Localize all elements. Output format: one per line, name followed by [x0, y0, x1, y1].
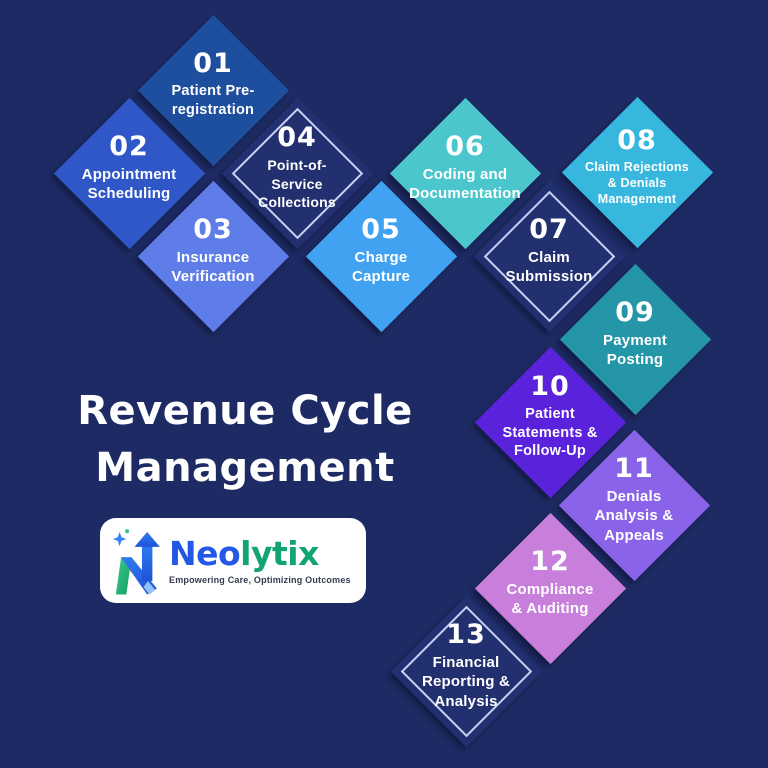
logo-tagline: Empowering Care, Optimizing Outcomes	[169, 574, 351, 585]
neolytix-logo-card: Neolytix Empowering Care, Optimizing Out…	[100, 518, 366, 603]
wordmark-neo: Neo	[169, 533, 241, 573]
neolytix-wordmark-block: Neolytix Empowering Care, Optimizing Out…	[169, 537, 351, 585]
neolytix-n-arrow-icon	[112, 528, 160, 595]
page-title: Revenue Cycle Management	[77, 388, 413, 491]
diamond-shape	[390, 595, 542, 747]
diamond-shape	[561, 96, 713, 248]
neolytix-wordmark: Neolytix	[169, 537, 319, 570]
wordmark-lytix: lytix	[240, 533, 319, 573]
